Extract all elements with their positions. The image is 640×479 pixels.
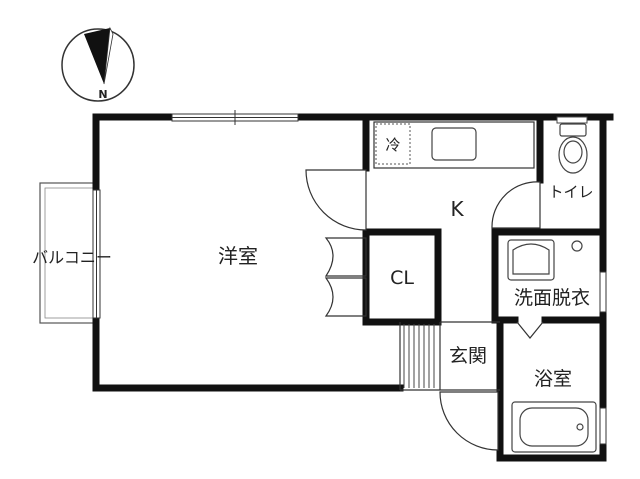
- compass-needle-icon: [84, 28, 110, 84]
- kitchen-label: K: [450, 197, 464, 221]
- toilet-icon: [558, 123, 588, 174]
- room-labels: 洋室 バルコニー K CL トイレ 洗面脱衣 玄関 浴室: [32, 183, 593, 390]
- bathroom-label: 浴室: [534, 368, 572, 390]
- western-room-door-icon: [305, 169, 367, 231]
- toilet-label: トイレ: [548, 183, 593, 201]
- washbasin-icon: [507, 239, 583, 281]
- entrance-door-icon: [439, 391, 499, 451]
- bath-door-icon: [516, 321, 544, 339]
- western-room-label: 洋室: [218, 244, 258, 268]
- compass-north-label: N: [98, 88, 107, 101]
- closet-door-upper-icon: [324, 237, 367, 277]
- closet-door-lower-icon: [324, 277, 367, 317]
- doors: [305, 169, 544, 451]
- kitchen-sink-icon: [431, 127, 477, 161]
- top-window: [171, 110, 299, 125]
- toilet-holder-icon: [556, 116, 588, 124]
- refrigerator: 冷: [375, 123, 411, 165]
- compass: N: [61, 26, 135, 102]
- balcony-window: [92, 189, 101, 319]
- refrigerator-label: 冷: [385, 136, 400, 154]
- side-windows: [599, 271, 607, 445]
- balcony-label: バルコニー: [32, 248, 112, 267]
- washroom-label: 洗面脱衣: [514, 287, 590, 309]
- compass-needle-tail-icon: [103, 26, 114, 85]
- entrance-label: 玄関: [449, 345, 487, 367]
- bathtub-icon: [511, 401, 597, 453]
- entrance-step-hatch: [403, 324, 435, 388]
- toilet-door-icon: [491, 181, 541, 229]
- closet-label: CL: [390, 267, 414, 289]
